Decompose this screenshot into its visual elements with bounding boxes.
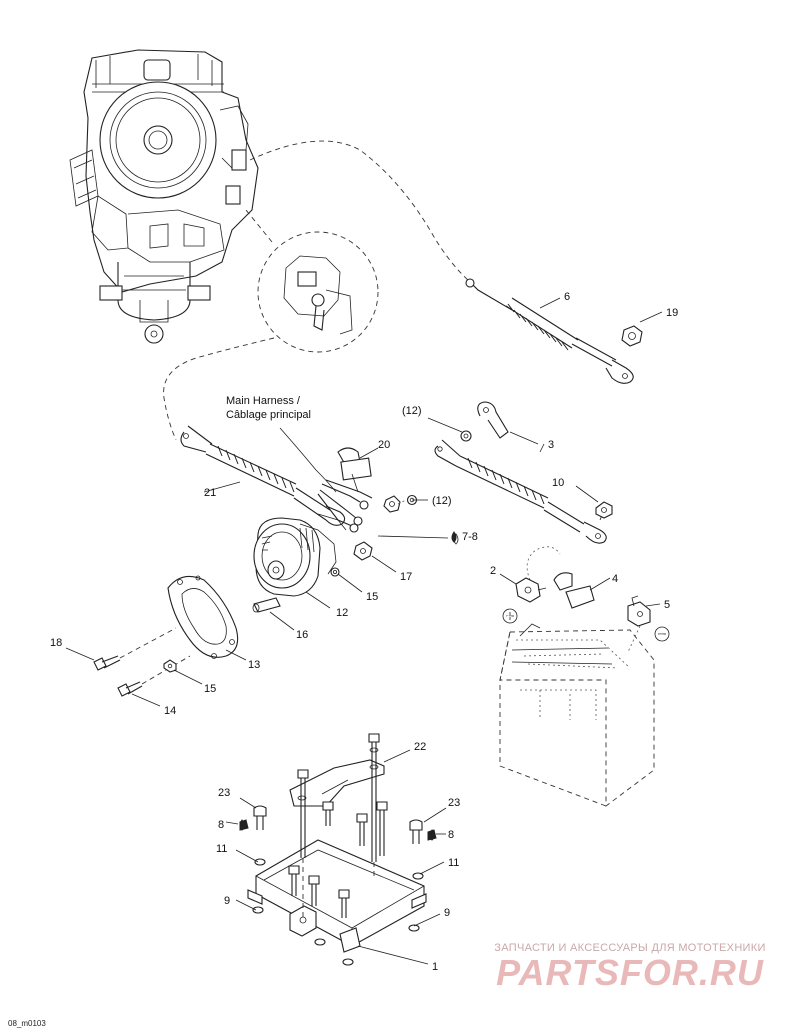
engine-assembly bbox=[69, 49, 259, 344]
callout-20: 20 bbox=[378, 439, 390, 451]
callout-5: 5 bbox=[664, 599, 670, 611]
terminal-5 bbox=[627, 595, 670, 653]
nut-10 bbox=[595, 501, 613, 519]
nut-19 bbox=[621, 325, 643, 347]
negative-polarity-symbol: − bbox=[658, 630, 664, 641]
callout-4: 4 bbox=[612, 573, 618, 585]
starter-cable-21 bbox=[180, 425, 346, 526]
watermark: ЗАПЧАСТИ И АКСЕССУАРЫ ДЛЯ МОТОТЕХНИКИ PA… bbox=[470, 942, 790, 994]
starter-motor-12 bbox=[253, 513, 347, 597]
callout-11-left: 11 bbox=[216, 843, 227, 855]
harness-note-line1: Main Harness / bbox=[226, 395, 301, 407]
terminal-boot-20 bbox=[337, 447, 372, 493]
callout-6: 6 bbox=[564, 291, 570, 303]
callout-9-left: 9 bbox=[224, 895, 230, 907]
callout-15a: 15 bbox=[366, 591, 378, 603]
callout-10: 10 bbox=[552, 477, 564, 489]
retainer-bracket-22 bbox=[289, 759, 385, 807]
callout-12: 12 bbox=[336, 607, 348, 619]
callout-8-left: 8 bbox=[218, 819, 224, 831]
callout-21: 21 bbox=[204, 487, 216, 499]
main-harness-note: Main Harness / Câblage principal bbox=[226, 395, 311, 421]
terminal-boot-4 bbox=[553, 572, 595, 609]
bolt-18 bbox=[93, 627, 177, 671]
battery-cable-6 bbox=[249, 140, 634, 384]
callout-16: 16 bbox=[296, 629, 308, 641]
positive-polarity-symbol: + bbox=[506, 612, 512, 623]
starter-hardware bbox=[330, 494, 459, 577]
tray-hardware bbox=[239, 733, 437, 966]
watermark-tagline: ЗАПЧАСТИ И АКСЕССУАРЫ ДЛЯ МОТОТЕХНИКИ bbox=[494, 942, 766, 954]
threadlock-drop-icon-left bbox=[239, 819, 245, 831]
battery bbox=[499, 546, 655, 807]
gasket-13 bbox=[167, 575, 239, 659]
callout-9-right: 9 bbox=[444, 907, 450, 919]
callout-8-right: 8 bbox=[448, 829, 454, 841]
part-callouts: 19 6 (12) 3 20 21 (12) 10 7-8 17 15 12 1… bbox=[50, 291, 678, 973]
bolt-14 bbox=[117, 655, 191, 697]
main-harness-wires bbox=[279, 427, 373, 533]
watermark-logo: PARTSFOR.RU bbox=[496, 952, 764, 993]
callout-17: 17 bbox=[400, 571, 412, 583]
battery-tray-1 bbox=[247, 839, 427, 953]
callout-12a: (12) bbox=[402, 405, 422, 417]
leader-lines bbox=[65, 297, 663, 965]
solenoid-detail-view bbox=[163, 209, 379, 441]
callout-13: 13 bbox=[248, 659, 260, 671]
callout-1: 1 bbox=[432, 961, 438, 973]
callout-23-right: 23 bbox=[448, 797, 460, 809]
callout-22: 22 bbox=[414, 741, 426, 753]
callout-3: 3 bbox=[548, 439, 554, 451]
pin-16 bbox=[252, 597, 281, 613]
terminal-2 bbox=[502, 577, 547, 624]
callout-23-left: 23 bbox=[218, 787, 230, 799]
drawing-code: 08_m0103 bbox=[8, 1019, 46, 1028]
callout-19: 19 bbox=[666, 307, 678, 319]
callout-15b: 15 bbox=[204, 683, 216, 695]
threadlock-drop-icon-right bbox=[429, 829, 435, 841]
callout-2: 2 bbox=[490, 565, 496, 577]
callout-12b: (12) bbox=[432, 495, 452, 507]
lubricant-drop-icon bbox=[451, 531, 457, 543]
harness-note-line2: Câblage principal bbox=[226, 409, 311, 421]
washer-15 bbox=[163, 659, 177, 673]
callout-14: 14 bbox=[164, 705, 176, 717]
callout-18: 18 bbox=[50, 637, 62, 649]
battery-cable-3 bbox=[434, 401, 611, 544]
callout-11-right: 11 bbox=[448, 857, 459, 869]
callout-7-8: 7-8 bbox=[462, 531, 478, 543]
